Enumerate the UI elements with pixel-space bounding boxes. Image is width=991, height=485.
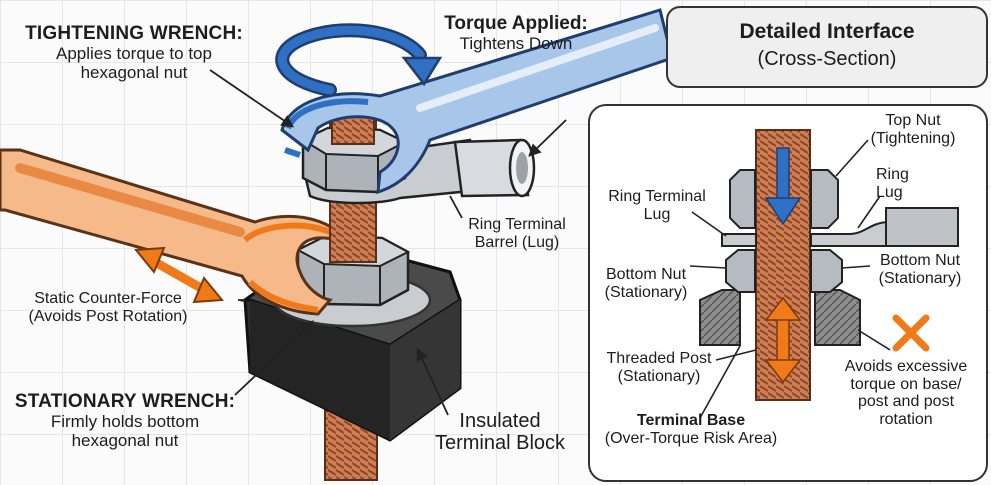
ring-terminal-barrel-line2: Barrel (Lug) [474, 233, 560, 251]
avoids-torque-line3: post and post [857, 393, 955, 411]
bottom-nut-left-line1: Bottom Nut [605, 266, 687, 283]
insulated-block-line1: Insulated [459, 410, 541, 432]
terminal-base-subtitle: (Over-Torque Risk Area) [604, 429, 778, 447]
bottom-nut-left-label: Bottom Nut (Stationary) [596, 266, 696, 301]
ring-terminal-barrel-line1: Ring Terminal [468, 216, 566, 233]
cross-section-bottom-nut [725, 249, 843, 293]
ring-lug-label: Ring Lug [876, 166, 909, 201]
warning-x-icon [892, 314, 930, 352]
torque-rotation-arrow-icon [275, 23, 443, 97]
cross-section-top-nut [729, 169, 839, 229]
terminal-base-section [699, 289, 861, 346]
top-nut-line1: Top Nut [885, 112, 941, 129]
stationary-wrench [0, 148, 349, 316]
stationary-wrench-line1: Firmly holds bottom [50, 411, 200, 431]
ring-terminal-barrel-label: Ring Terminal Barrel (Lug) [452, 216, 582, 251]
counter-force-arrow-icon [134, 246, 224, 304]
stationary-wrench-label: STATIONARY WRENCH: Firmly holds bottom h… [10, 391, 240, 450]
tightening-direction-arrow-icon [764, 147, 802, 226]
detail-panel-title: Detailed Interface [739, 20, 915, 43]
avoids-torque-label: Avoids excessive torque on base/ post an… [838, 358, 974, 428]
static-counter-force-line1: Static Counter-Force [34, 290, 182, 307]
avoids-torque-line1: Avoids excessive [844, 358, 968, 375]
detail-panel-subtitle: (Cross-Section) [757, 48, 897, 70]
torque-applied-title: Torque Applied: [444, 13, 588, 34]
threaded-post-label: Threaded Post (Stationary) [598, 350, 720, 385]
threaded-post-line2: (Stationary) [617, 367, 701, 385]
insulated-block-line2: Terminal Block [434, 432, 566, 454]
static-counter-force-label: Static Counter-Force (Avoids Post Rotati… [12, 290, 204, 325]
insulated-block-label: Insulated Terminal Block [420, 410, 580, 454]
bottom-nut-left-line2: (Stationary) [604, 283, 688, 301]
top-nut-label: Top Nut (Tightening) [858, 112, 968, 147]
terminal-base-title: Terminal Base [636, 412, 746, 429]
cross-section-ring-lug [721, 207, 959, 248]
tightening-wrench-line2: hexagonal nut [80, 62, 188, 82]
ring-lug-line2: Lug [876, 183, 903, 201]
torque-applied-subtitle: Tightens Down [459, 33, 573, 53]
static-counter-force-line2: (Avoids Post Rotation) [28, 307, 188, 325]
ring-terminal-lug-line2: Lug [643, 205, 671, 223]
ring-terminal-lug-line1: Ring Terminal [608, 188, 706, 205]
avoids-torque-line2: torque on base/ [850, 375, 962, 393]
stress-double-arrow-icon [764, 296, 802, 384]
bottom-nut-right-label: Bottom Nut (Stationary) [864, 252, 976, 287]
threaded-post-line1: Threaded Post [606, 350, 712, 367]
top-nut-line2: (Tightening) [870, 129, 956, 147]
ring-lug-line1: Ring [876, 166, 909, 183]
terminal-base-label: Terminal Base (Over-Torque Risk Area) [596, 412, 786, 447]
tightening-wrench-line1: Applies torque to top [56, 43, 212, 63]
bottom-nut-right-line2: (Stationary) [878, 269, 962, 287]
stationary-wrench-title: STATIONARY WRENCH: [14, 391, 236, 412]
torque-applied-label: Torque Applied: Tightens Down [436, 13, 596, 54]
tightening-wrench-label: TIGHTENING WRENCH: Applies torque to top… [14, 23, 254, 82]
detail-panel-header: Detailed Interface (Cross-Section) [666, 6, 988, 88]
tightening-wrench-title: TIGHTENING WRENCH: [25, 23, 243, 44]
ring-terminal-lug-label: Ring Terminal Lug [598, 188, 716, 223]
stationary-wrench-line2: hexagonal nut [71, 430, 179, 450]
bottom-nut-right-line1: Bottom Nut [879, 252, 961, 269]
avoids-torque-line4: rotation [879, 410, 933, 428]
